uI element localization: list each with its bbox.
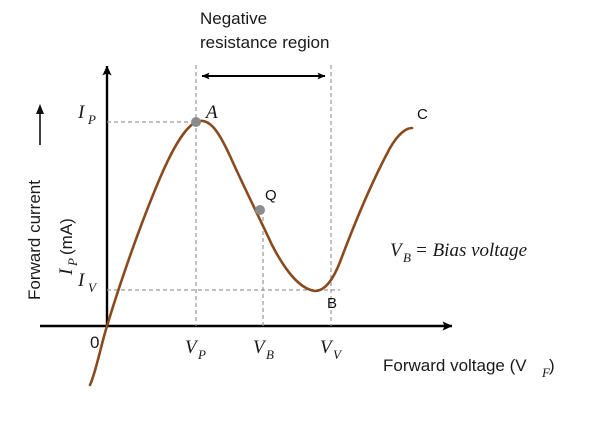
y-tick-peak-current: I P [77,102,96,127]
x-tick-peak-symbol: V [185,337,199,358]
x-axis-label-group: Forward voltage (V F ) [383,356,555,380]
point-label-c: C [417,106,428,123]
y-tick-peak-symbol: I [77,102,86,123]
y-axis-label-leader-arrow [36,104,44,114]
x-axis-label-main: Forward voltage (V [383,356,527,375]
iv-characteristic-curve [88,119,414,387]
negative-resistance-annotation: Negative resistance region [200,9,329,80]
x-tick-valley-symbol: V [320,337,334,358]
y-axis-unit-text: (mA) [57,218,76,255]
x-tick-peak-voltage: V P [185,337,206,362]
point-marker-a [191,117,201,127]
y-axis-label-line1: Forward current [25,180,44,300]
y-axis-label-group: Forward current I P (mA) [25,104,80,300]
x-tick-bias-subscript: B [266,347,274,362]
x-tick-peak-subscript: P [197,347,206,362]
bias-note-symbol: V [390,240,404,261]
point-label-b: B [327,295,337,312]
point-label-q: Q [265,187,277,204]
y-axis-unit-symbol: I [56,267,77,276]
y-axis-unit-group: I P (mA) [56,218,80,276]
bias-voltage-note: V B = Bias voltage [390,240,527,265]
y-tick-peak-subscript: P [87,112,96,127]
x-tick-bias-symbol: V [253,337,267,358]
x-tick-bias-voltage: V B [253,337,274,362]
bias-note-subscript: B [403,250,411,265]
origin-label: 0 [90,333,99,352]
y-axis-unit-subscript: P [65,258,80,267]
y-tick-valley-subscript: V [88,280,98,295]
point-label-a: A [204,102,218,123]
x-axis-label-subscript: F [541,365,551,380]
annotation-line-1: Negative [200,9,267,28]
point-marker-q [255,205,265,215]
x-tick-valley-voltage: V V [320,337,343,362]
annotation-line-2: resistance region [200,33,329,52]
bias-note-text: = Bias voltage [415,240,527,261]
x-tick-valley-subscript: V [333,347,343,362]
y-tick-valley-symbol: I [77,270,86,291]
y-tick-valley-current: I V [77,270,98,295]
x-axis-label-close: ) [549,356,555,375]
